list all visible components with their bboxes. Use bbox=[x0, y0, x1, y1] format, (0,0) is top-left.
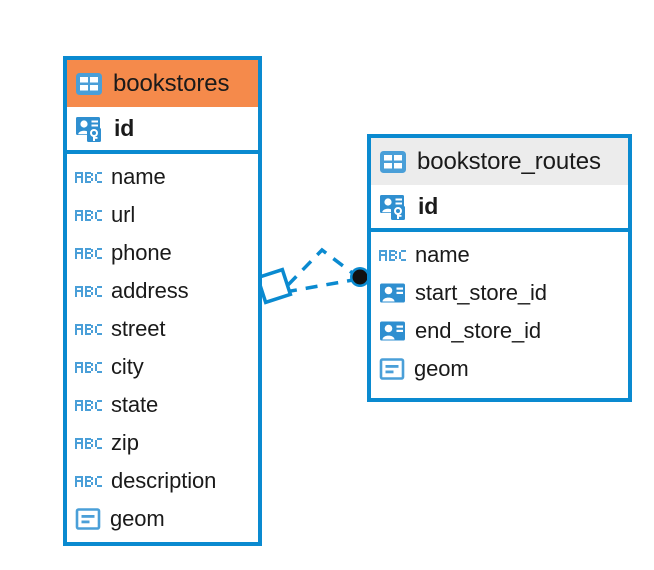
field-label-geom: geom bbox=[110, 506, 165, 531]
field-label-street: street bbox=[111, 316, 166, 341]
field-row-city[interactable]: city bbox=[67, 348, 258, 386]
field-row-primary-key[interactable]: id bbox=[67, 107, 258, 154]
text-abc-icon bbox=[75, 473, 102, 489]
field-row-description[interactable]: description bbox=[67, 462, 258, 500]
field-row-start-store-id[interactable]: start_store_id bbox=[371, 274, 628, 312]
field-label-description: description bbox=[111, 468, 217, 493]
field-row-name[interactable]: name bbox=[67, 158, 258, 196]
table-icon bbox=[379, 150, 407, 174]
field-label-id: id bbox=[114, 115, 135, 141]
primary-key-icon bbox=[75, 114, 105, 144]
text-abc-icon bbox=[75, 283, 102, 299]
field-row-name[interactable]: name bbox=[371, 236, 628, 274]
field-label-id: id bbox=[418, 193, 439, 219]
table-icon bbox=[75, 72, 103, 96]
text-abc-icon bbox=[75, 207, 102, 223]
field-label-start-store-id: start_store_id bbox=[415, 280, 547, 305]
diamond-marker bbox=[255, 267, 293, 305]
entity-table-bookstores[interactable]: bookstores id name url phone address street c… bbox=[63, 56, 262, 546]
foreign-key-icon bbox=[379, 319, 406, 343]
entity-header-bookstore-routes[interactable]: bookstore_routes bbox=[371, 138, 628, 185]
field-label-address: address bbox=[111, 278, 189, 303]
entity-header-bookstores[interactable]: bookstores bbox=[67, 60, 258, 107]
field-row-geom[interactable]: geom bbox=[371, 350, 628, 388]
field-row-phone[interactable]: phone bbox=[67, 234, 258, 272]
text-abc-icon bbox=[75, 245, 102, 261]
field-label-state: state bbox=[111, 392, 159, 417]
field-row-primary-key[interactable]: id bbox=[371, 185, 628, 232]
relationship-line-upper bbox=[286, 247, 357, 287]
field-label-end-store-id: end_store_id bbox=[415, 318, 542, 343]
field-label-geom: geom bbox=[414, 356, 469, 381]
field-label-name: name bbox=[415, 242, 470, 267]
text-abc-icon bbox=[75, 435, 102, 451]
geometry-icon bbox=[379, 356, 405, 382]
entity-field-list-bookstores: name url phone address street city state zip des… bbox=[67, 154, 258, 542]
relationship-line-lower bbox=[284, 278, 354, 294]
field-row-url[interactable]: url bbox=[67, 196, 258, 234]
field-row-street[interactable]: street bbox=[67, 310, 258, 348]
text-abc-icon bbox=[379, 247, 406, 263]
foreign-key-icon bbox=[379, 281, 406, 305]
text-abc-icon bbox=[75, 321, 102, 337]
text-abc-icon bbox=[75, 397, 102, 413]
geometry-icon bbox=[75, 506, 101, 532]
field-label-name: name bbox=[111, 164, 166, 189]
field-row-geom[interactable]: geom bbox=[67, 500, 258, 538]
field-label-url: url bbox=[111, 202, 136, 227]
text-abc-icon bbox=[75, 359, 102, 375]
entity-title-bookstores: bookstores bbox=[113, 69, 230, 97]
field-label-phone: phone bbox=[111, 240, 172, 265]
primary-key-icon bbox=[379, 192, 409, 222]
field-row-end-store-id[interactable]: end_store_id bbox=[371, 312, 628, 350]
entity-title-bookstore-routes: bookstore_routes bbox=[417, 147, 601, 175]
field-row-state[interactable]: state bbox=[67, 386, 258, 424]
field-label-city: city bbox=[111, 354, 144, 379]
field-row-address[interactable]: address bbox=[67, 272, 258, 310]
field-label-zip: zip bbox=[111, 430, 139, 455]
field-row-zip[interactable]: zip bbox=[67, 424, 258, 462]
text-abc-icon bbox=[75, 169, 102, 185]
